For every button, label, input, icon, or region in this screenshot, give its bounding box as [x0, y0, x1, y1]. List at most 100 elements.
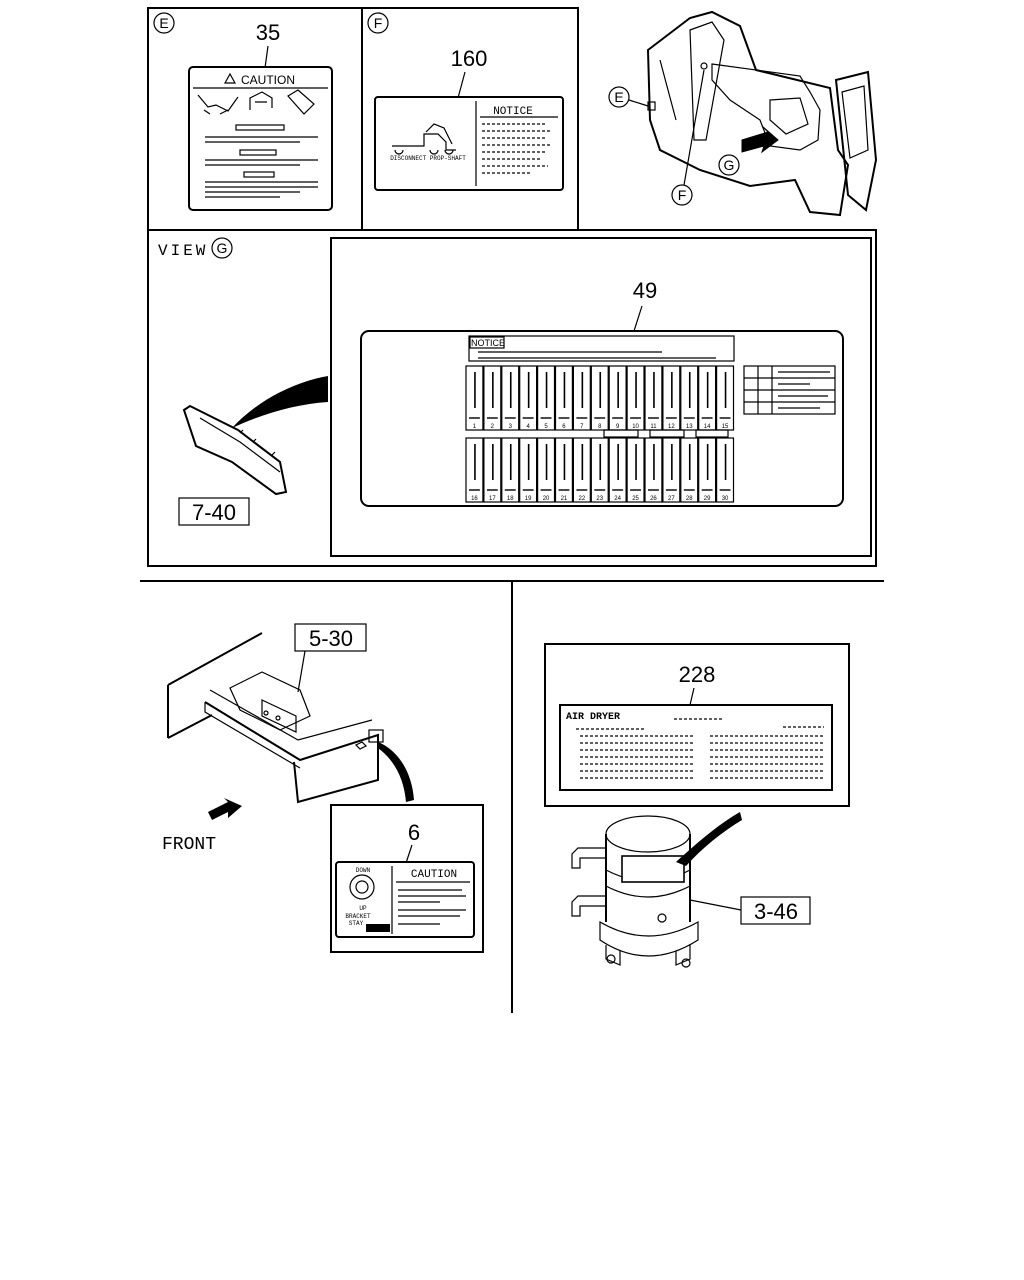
fuse-number: 2 [491, 424, 495, 430]
warning-triangle-icon [223, 72, 237, 84]
fuse-slot [680, 365, 699, 431]
front-arrow-icon [208, 798, 242, 820]
part-number-49: 49 [633, 278, 657, 303]
cab-marker-f [671, 184, 693, 206]
fuse-slot [590, 365, 609, 431]
notice-text-lines [482, 123, 550, 174]
fuse-slot [644, 437, 663, 503]
dryer-ref-box [740, 896, 811, 925]
fuse-number: 23 [596, 496, 603, 502]
caution-callout-frame [330, 804, 484, 953]
rotation-icon [349, 874, 375, 900]
fuse-number: 19 [525, 496, 532, 502]
part-number-228: 228 [679, 662, 716, 687]
fuse-slot [519, 437, 538, 503]
fuse-slot [536, 365, 556, 431]
caution-label-6 [335, 861, 475, 938]
fuse-number: 12 [668, 424, 675, 430]
cab-marker-g-label: G [724, 157, 735, 173]
front-label: FRONT [162, 835, 216, 855]
fuse-number: 26 [650, 496, 657, 502]
air-dryer-callout-frame [544, 643, 850, 807]
prop-shaft-caption: DISCONNECT PROP-SHAFT [390, 155, 466, 162]
fuse-number: 13 [686, 424, 693, 430]
fuse-number: 7 [580, 424, 584, 430]
fuse-slot [626, 437, 645, 503]
view-f-marker-label: F [374, 15, 383, 31]
leader-line [457, 71, 466, 99]
frame-ref-box [294, 623, 367, 652]
fuse-slot [698, 437, 717, 503]
view-e-marker [153, 12, 175, 34]
down-text: DOWN [356, 867, 371, 874]
fuse-slot [519, 365, 538, 431]
fuse-slot [662, 437, 681, 503]
fuse-number: 16 [471, 496, 478, 502]
fuse-slot [572, 437, 591, 503]
fuse-box-cover [182, 404, 288, 496]
cab-marker-g [718, 154, 740, 176]
cab-tilt-icon [197, 94, 239, 115]
fuse-slot [608, 437, 627, 503]
caution-label-35 [188, 66, 333, 211]
fuse-slot [590, 437, 609, 503]
notice-label-160 [374, 96, 564, 191]
fuse-notice-label-49 [360, 330, 844, 507]
cab-outline-icon [249, 91, 273, 110]
view-e: E 35 CAUTION [153, 12, 333, 211]
notice-heading: NOTICE [493, 106, 533, 118]
fuse-slot [536, 437, 556, 503]
fuse-notice-heading: NOTICE [471, 338, 505, 348]
fuse-slot [554, 437, 573, 503]
callout-wedge [232, 376, 328, 428]
fuse-number: 14 [704, 424, 711, 430]
fuse-number: 11 [650, 424, 657, 430]
fuse-number: 20 [543, 496, 550, 502]
fuse-number: 21 [561, 496, 568, 502]
fuse-number: 5 [544, 424, 548, 430]
fuse-slot [715, 437, 735, 503]
fuse-slot [501, 437, 520, 503]
fuse-number: 1 [473, 424, 477, 430]
fuse-number: 24 [614, 496, 621, 502]
cab-hinge-icon [287, 89, 315, 115]
panel-ref-box [178, 497, 250, 526]
frame-view: 5-30 FRONT 6 DOWN UP BRACKET STAY CAUTIO… [162, 623, 484, 953]
view-f-marker [367, 12, 389, 34]
fuse-number: 8 [598, 424, 602, 430]
leader-line [264, 45, 269, 69]
caution-text-lines [398, 889, 466, 925]
fuse-slot [465, 365, 484, 431]
caution-heading-6: CAUTION [411, 869, 457, 881]
fuse-number: 10 [632, 424, 639, 430]
fuse-box-frame [330, 237, 872, 557]
fuse-slot [483, 437, 502, 503]
cab-drawing: E G F [608, 10, 878, 217]
truck-icon [392, 123, 456, 155]
cab-marker-f-label: F [678, 187, 687, 203]
panel-ref-7-40: 7-40 [192, 500, 236, 525]
fuse-slot [483, 365, 502, 431]
view-g-marker [211, 237, 233, 259]
fuse-slot [554, 365, 573, 431]
fuse-slot [572, 365, 591, 431]
cab-marker-e [608, 86, 630, 108]
bracket-text: BRACKET [345, 913, 371, 920]
fuse-number: 4 [526, 424, 530, 430]
fuse-number: 6 [562, 424, 566, 430]
air-dryer-view: 228 AIR DRYER 3-46 [544, 643, 850, 968]
part-number-6: 6 [408, 820, 420, 845]
air-dryer-text-lines [576, 718, 824, 779]
fuse-number: 17 [489, 496, 496, 502]
air-dryer-label-patch [621, 855, 685, 883]
air-dryer-label-228 [559, 704, 833, 791]
fuse-slot [501, 365, 520, 431]
view-e-marker-label: E [159, 15, 168, 31]
part-number-160: 160 [451, 46, 488, 71]
fuse-number: 18 [507, 496, 514, 502]
fuse-number: 27 [668, 496, 675, 502]
fuse-number: 9 [616, 424, 620, 430]
